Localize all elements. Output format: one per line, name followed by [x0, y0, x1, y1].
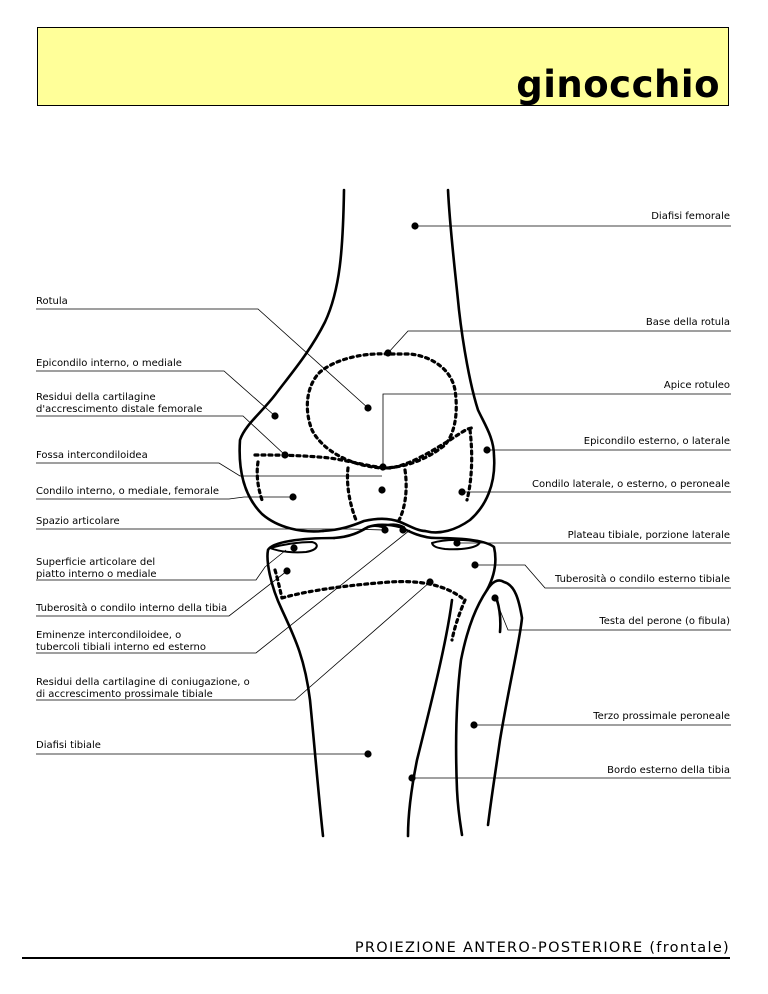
marker-tuberosita-interno [283, 567, 291, 575]
label-eminenze: Eminenze intercondiloidee, o tubercoli t… [36, 630, 206, 653]
marker-terzo-prossimale [470, 721, 478, 729]
page-title: ginocchio [516, 63, 720, 106]
label-tuberosita-esterno: Tuberosità o condilo esterno tibiale [555, 574, 730, 585]
marker-residui-coniugazione [426, 578, 434, 586]
fibula-outline [485, 579, 524, 827]
label-bordo-esterno: Bordo esterno della tibia [607, 765, 730, 776]
label-diafisi-femorale: Diafisi femorale [651, 211, 730, 222]
marker-condilo-laterale [458, 488, 466, 496]
marker-superficie [290, 544, 298, 552]
tibia-lateral-edge [406, 598, 454, 838]
femoral-physis-line [253, 426, 474, 470]
label-superficie-articolare: Superficie articolare del piatto interno… [36, 557, 157, 580]
femur-medial-outline [238, 188, 346, 533]
label-condilo-laterale: Condilo laterale, o esterno, o peroneale [532, 479, 730, 490]
femur-lateral-outline [423, 188, 496, 534]
marker-eminenze [399, 526, 407, 534]
label-residui-coniugazione: Residui della cartilagine di coniugazion… [36, 677, 250, 700]
marker-bordo-esterno [408, 774, 416, 782]
marker-fossa [378, 486, 386, 494]
marker-spazio [381, 526, 389, 534]
label-epicondilo-interno: Epicondilo interno, o mediale [36, 358, 182, 369]
label-spazio-articolare: Spazio articolare [36, 516, 120, 527]
label-rotula: Rotula [36, 296, 68, 307]
marker-diafisi-tibiale [364, 750, 372, 758]
label-condilo-interno: Condilo interno, o mediale, femorale [36, 486, 220, 497]
marker-rotula [364, 404, 372, 412]
tibial-physis-medial-drop [273, 568, 284, 600]
marker-epicondilo-interno [271, 412, 279, 420]
tibial-physis-lateral-drop [450, 598, 467, 642]
eminences [361, 523, 405, 531]
notch-outline [345, 466, 408, 524]
femoral-physis-medial-drop [255, 460, 264, 502]
tibial-physis-line [280, 579, 464, 600]
title-banner: ginocchio [37, 27, 729, 106]
label-line: di accrescimento prossimale tibiale [36, 688, 213, 700]
label-line: Residui della cartilagine [36, 392, 156, 403]
articular-surface-medial [269, 541, 318, 554]
label-tuberosita-interno: Tuberosità o condilo interno della tibia [36, 603, 228, 614]
label-line: tubercoli tibiali interno ed esterno [36, 641, 206, 653]
marker-plateau [453, 539, 461, 547]
projection-caption: PROIEZIONE ANTERO-POSTERIORE (frontale) [354, 940, 730, 956]
label-apice-rotuleo: Apice rotuleo [663, 380, 730, 391]
marker-testa-perone [491, 594, 499, 602]
marker-condilo-interno [289, 493, 297, 501]
label-diafisi-tibiale: Diafisi tibiale [36, 740, 101, 751]
label-base-rotula: Base della rotula [645, 317, 730, 328]
label-line: Eminenze intercondiloidee, o [36, 630, 182, 641]
marker-tuberosita-esterno [471, 561, 479, 569]
label-testa-perone: Testa del perone (o fibula) [599, 616, 730, 627]
femoral-physis-lateral-drop [465, 428, 474, 502]
tibia-outline [266, 536, 336, 838]
marker-base-rotula [384, 349, 392, 357]
label-line: Residui della cartilagine di coniugazion… [36, 677, 250, 688]
marker-epicondilo-esterno [483, 446, 491, 454]
femur-notch-outline [321, 517, 427, 533]
marker-apice-rotuleo [379, 463, 387, 471]
marker-residui [281, 451, 289, 459]
tibia-plateau [332, 523, 497, 837]
footer-divider [22, 957, 730, 959]
label-plateau-tibiale: Plateau tibiale, porzione laterale [567, 530, 730, 541]
label-fossa-intercondiloidea: Fossa intercondiloidea [36, 450, 148, 461]
marker-diafisi-femorale [411, 222, 419, 230]
label-residui-cartilagine: Residui della cartilagine d'accresciment… [36, 392, 202, 415]
label-epicondilo-esterno: Epicondilo esterno, o laterale [583, 436, 730, 447]
label-line: Superficie articolare del [36, 557, 156, 568]
label-line: piatto interno o mediale [36, 568, 157, 580]
label-terzo-prossimale: Terzo prossimale peroneale [593, 711, 730, 722]
label-line: d'accrescimento distale femorale [36, 403, 203, 415]
